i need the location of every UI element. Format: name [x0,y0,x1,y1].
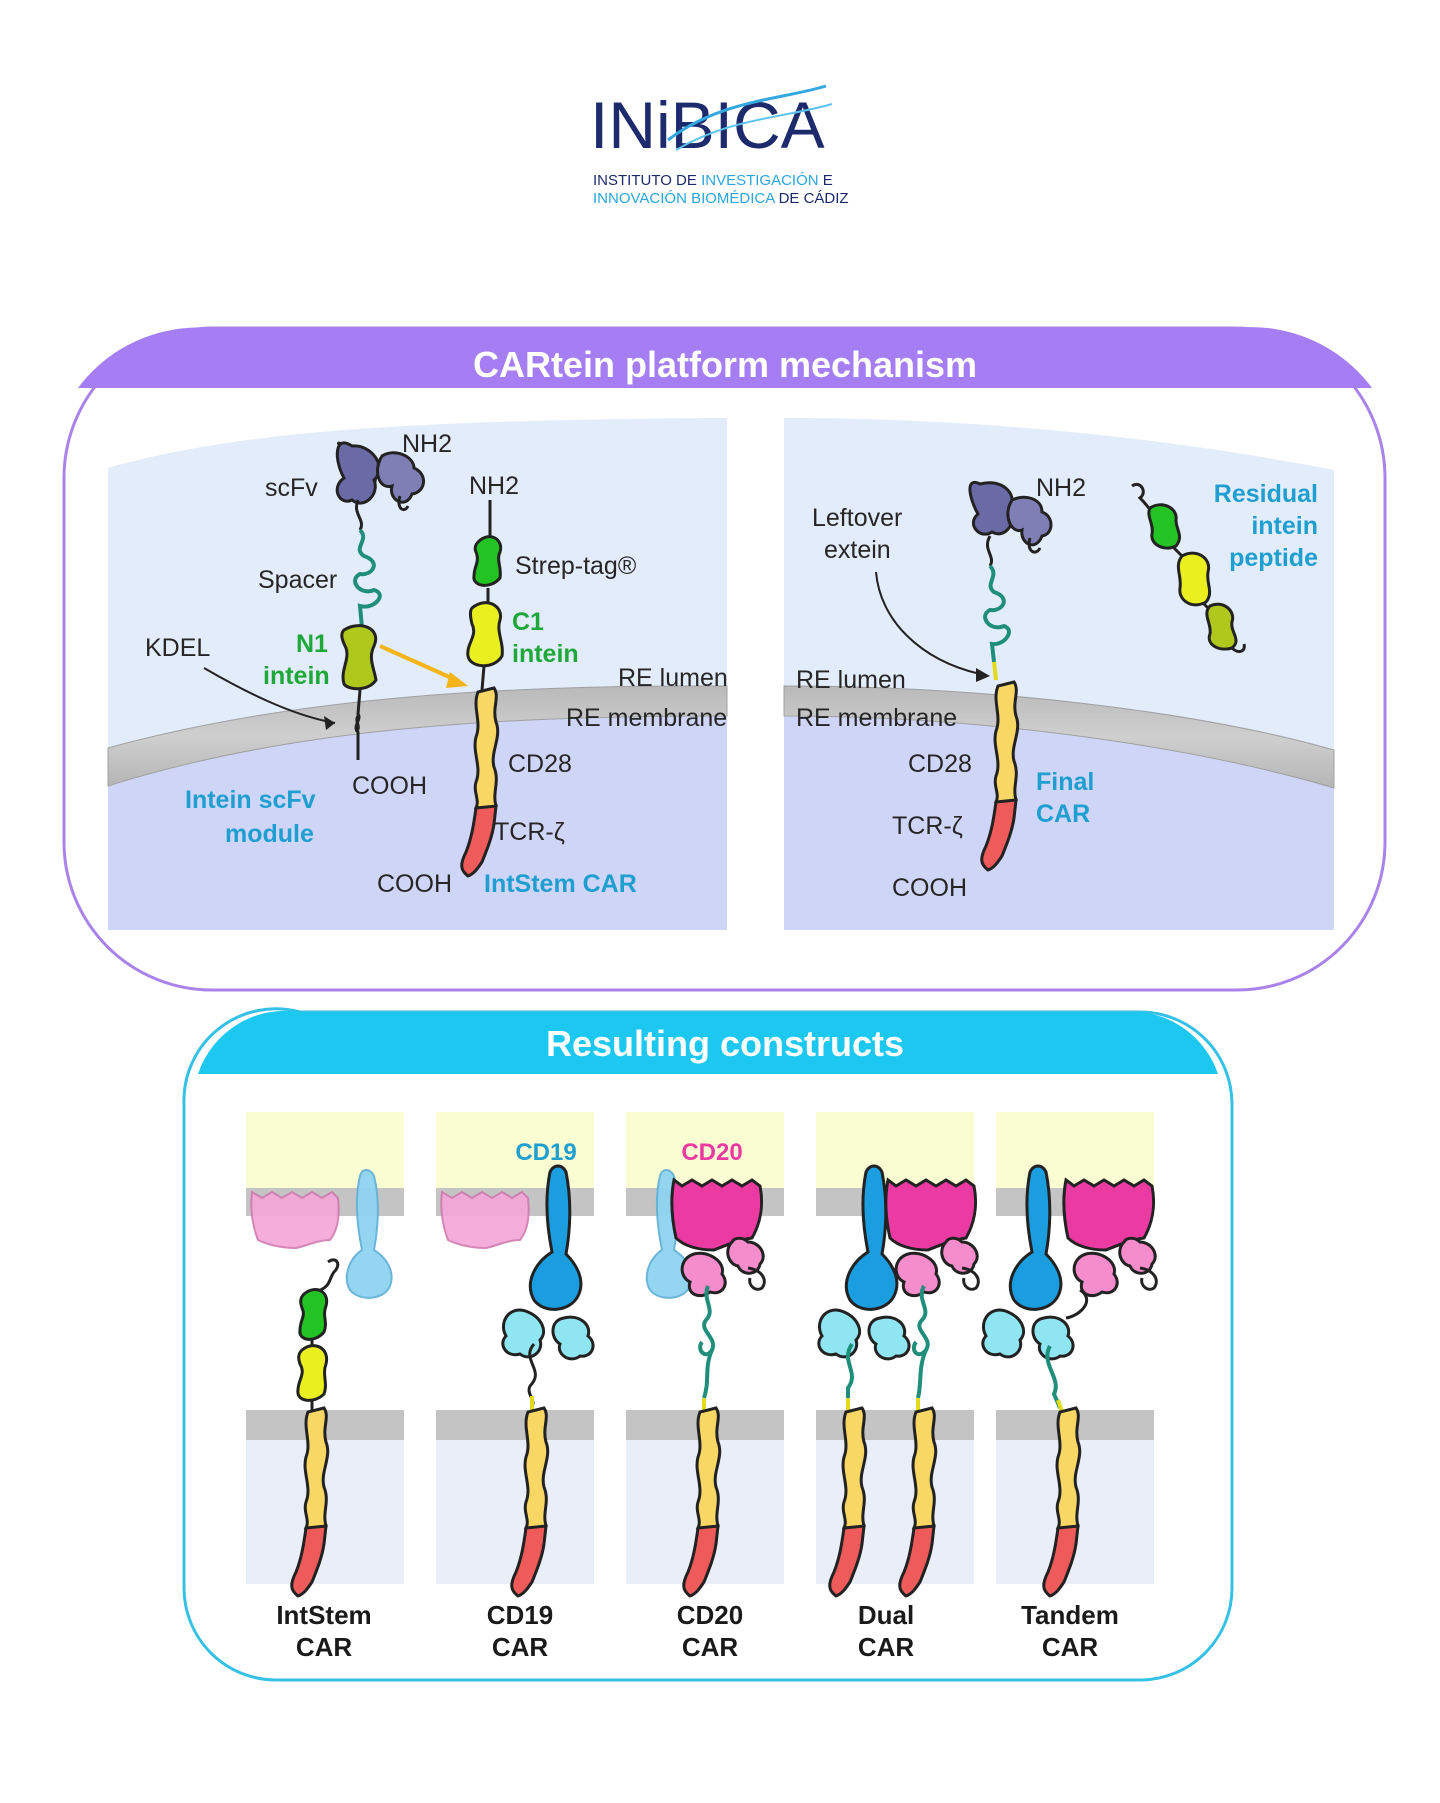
mechanism-left-panel: NH2 scFv NH2 Spacer Strep-tag® KDEL N1 i… [107,418,728,930]
left-cd28-label: CD28 [508,750,572,778]
constructs-title: Resulting constructs [546,1023,904,1064]
final-car-chain [875,480,1053,872]
dual-construct [817,1164,980,1598]
left-nh2-car: NH2 [469,472,519,500]
right-nh2-label: NH2 [1036,474,1086,502]
left-re-lumen-label: RE lumen [618,664,728,692]
caption-intstem-line1: IntStem [276,1600,371,1630]
c1-intein-label: intein [512,640,579,668]
left-cooh-module: COOH [352,772,427,800]
left-re-membrane-label: RE membrane [566,704,727,732]
module-label-b: module [225,820,314,848]
caption-tandem-line2: CAR [1042,1632,1099,1662]
leftover-extein [992,661,998,681]
residual-label-c: peptide [1229,544,1318,572]
n1-intein-label: intein [263,662,330,690]
left-cooh-car: COOH [377,870,452,898]
right-cd28-label: CD28 [908,750,972,778]
kdel-label: KDEL [145,634,210,662]
splicing-arrow [379,644,457,682]
n1-label: N1 [296,630,328,658]
logo-wordmark: INiBICA [590,88,825,162]
mechanism-panel: CARtein platform mechanism [62,326,1387,992]
n1-intein-domain [340,624,378,691]
inibica-logo: INiBICA INSTITUTO DE INVESTIGACIÓN E INN… [590,84,849,207]
mechanism-title: CARtein platform mechanism [473,344,977,385]
cd20-tag: CD20 [681,1139,742,1166]
construct-captions: IntStem CAR CD19 CAR CD20 CAR Dual CAR T… [276,1600,1119,1662]
right-cooh-label: COOH [892,874,967,902]
spacer-linker [353,528,382,629]
residual-label-a: Residual [1214,480,1318,508]
strep-tag-domain [472,535,503,587]
spacer-label: Spacer [258,566,337,594]
cd20-construct [645,1169,766,1598]
left-tcr-label: TCR-ζ [494,818,565,846]
residual-intein-peptide [1131,483,1246,653]
intstem-construct [250,1169,393,1598]
re-membrane-band [107,685,728,787]
right-re-lumen-label: RE lumen [796,666,906,694]
c1-label: C1 [512,608,544,636]
caption-intstem-line2: CAR [296,1632,353,1662]
intstem-car-label: IntStem CAR [484,870,637,898]
final-car-label-b: CAR [1036,800,1090,828]
logo-line1: INSTITUTO DE INVESTIGACIÓN E [593,172,833,189]
tandem-construct [981,1164,1158,1598]
left-nh2-scfv: NH2 [402,430,452,458]
cd19-construct [440,1164,595,1598]
caption-cd19-line1: CD19 [487,1600,553,1630]
caption-cd20-line1: CD20 [677,1600,743,1630]
residual-label-b: intein [1251,512,1318,540]
constructs-panel: Resulting constructs [182,1007,1234,1682]
right-tcr-label: TCR-ζ [892,812,963,840]
caption-cd19-line2: CAR [492,1632,549,1662]
strep-tag-label: Strep-tag® [515,552,637,580]
caption-tandem-line1: Tandem [1021,1600,1119,1630]
intstem-car-chain [460,500,504,878]
intein-scfv-module [203,441,425,760]
module-label-a: Intein scFv [185,786,316,814]
final-car-label-a: Final [1036,768,1094,796]
right-re-membrane-band [783,685,1335,789]
scfv-domain-b [376,451,425,504]
cd19-tag: CD19 [515,1139,576,1166]
caption-dual-line1: Dual [858,1600,914,1630]
right-re-membrane-label: RE membrane [796,704,957,732]
constructs-header-bar [198,1010,1218,1074]
scfv-label: scFv [265,474,318,502]
leftover-label-a: Leftover [812,504,902,532]
caption-dual-line2: CAR [858,1632,915,1662]
mechanism-header-bar [78,327,1372,388]
logo-line2: INNOVACIÓN BIOMÉDICA DE CÁDIZ [593,190,849,207]
mechanism-right-panel: NH2 Leftover extein Residual intein pept… [783,418,1335,930]
c1-intein-domain [466,601,504,668]
leftover-label-b: extein [824,536,891,564]
caption-cd20-line2: CAR [682,1632,739,1662]
